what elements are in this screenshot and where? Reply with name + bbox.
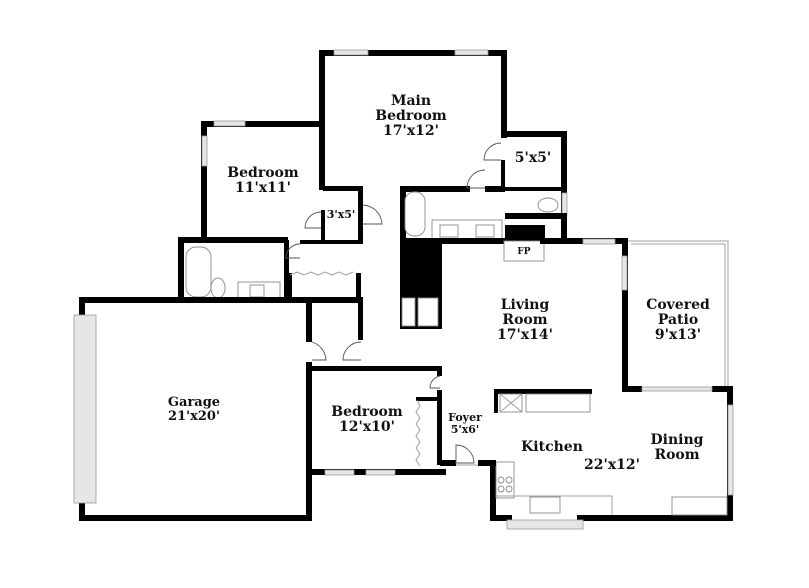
fireplace-text: FP	[517, 247, 531, 257]
room-size: 17'x14'	[497, 327, 553, 344]
room-name: Room	[654, 447, 700, 464]
room-name: Covered	[646, 297, 710, 313]
fireplace-label: FP	[517, 247, 531, 258]
room-label-main-bedroom: Main Bedroom 17'x12'	[375, 93, 447, 140]
room-label-dining-room: Dining Room	[650, 432, 704, 464]
room-label-covered-patio: Covered Patio 9'x13'	[646, 297, 710, 344]
room-label-kitchen: Kitchen	[521, 439, 583, 455]
living-walls	[503, 238, 734, 518]
kitchen-walls	[478, 389, 733, 530]
room-name: Kitchen	[521, 439, 583, 455]
room-size: 5'x6'	[450, 422, 480, 436]
room-name: Bedroom	[331, 404, 403, 420]
room-label-foyer: Foyer 5'x6'	[448, 412, 482, 436]
room-size: 12'x10'	[339, 419, 395, 436]
room-name: Dining	[650, 432, 704, 448]
room-name: Patio	[657, 312, 699, 329]
room-label-living-room: Living Room 17'x14'	[497, 297, 553, 344]
central-block	[400, 238, 505, 329]
room-size: 17'x12'	[383, 123, 439, 140]
room-name: Foyer	[448, 411, 482, 424]
room-label-main-closet: 5'x5'	[514, 150, 552, 166]
room-size: 21'x20'	[168, 409, 220, 425]
main-bedroom-walls	[319, 49, 567, 241]
bedroom-2-walls	[178, 120, 363, 301]
room-name: Room	[502, 312, 548, 329]
foyer-walls	[440, 444, 478, 466]
garage-walls	[73, 297, 363, 521]
room-size: 9'x13'	[654, 327, 702, 344]
master-bath	[285, 142, 568, 259]
room-name: Main	[390, 93, 432, 109]
room-size: 5'x5'	[514, 150, 552, 166]
room-label-bedroom-2-closet: 3'x5'	[327, 209, 356, 221]
room-size: 22'x12'	[584, 457, 640, 473]
hall-bath	[185, 240, 361, 301]
room-size: 3'x5'	[326, 208, 356, 221]
room-name: Garage	[167, 395, 221, 410]
room-name: Bedroom	[375, 108, 447, 125]
room-label-bedroom-2: Bedroom 11'x11'	[227, 165, 299, 197]
bedroom-3-walls	[306, 366, 446, 476]
room-label-kitchen-dining-size: 22'x12'	[584, 457, 640, 473]
room-name: Bedroom	[227, 165, 299, 181]
room-label-bedroom-3: Bedroom 12'x10'	[331, 404, 403, 436]
room-name: Living	[500, 297, 550, 313]
room-label-garage: Garage 21'x20'	[167, 395, 221, 425]
room-size: 11'x11'	[235, 180, 291, 197]
